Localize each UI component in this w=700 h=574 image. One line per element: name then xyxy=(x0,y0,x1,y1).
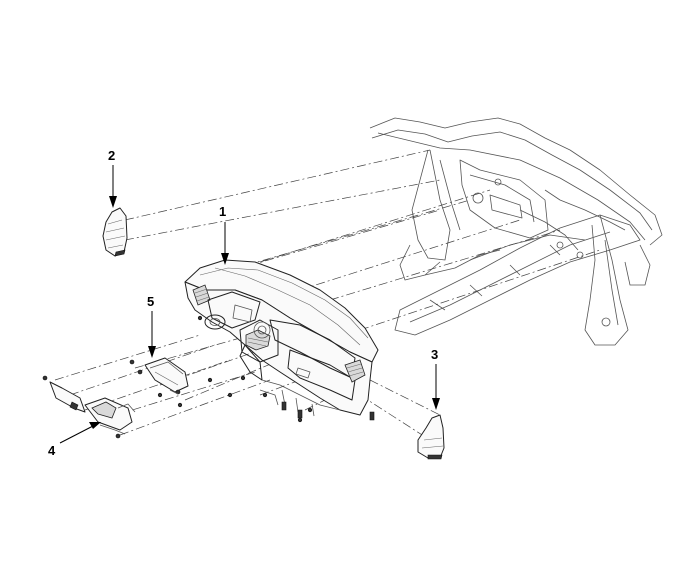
callout-arrows xyxy=(59,165,440,444)
part-4-lower-panel xyxy=(42,375,136,439)
callout-4: 4 xyxy=(48,443,56,458)
fastener-screws xyxy=(157,315,313,423)
callout-labels: 1 2 3 4 5 xyxy=(48,148,438,458)
callout-2: 2 xyxy=(108,148,115,163)
callout-1: 1 xyxy=(219,204,226,219)
assembly-guide-lines xyxy=(54,149,601,441)
part-5-bracket xyxy=(129,357,189,395)
callout-5: 5 xyxy=(147,294,154,309)
part-3-right-side-cover xyxy=(417,414,445,460)
callout-3: 3 xyxy=(431,347,438,362)
part-1-crash-pad-panel xyxy=(184,259,379,421)
vehicle-body-frame xyxy=(369,117,663,346)
part-2-left-side-cover xyxy=(102,207,128,257)
